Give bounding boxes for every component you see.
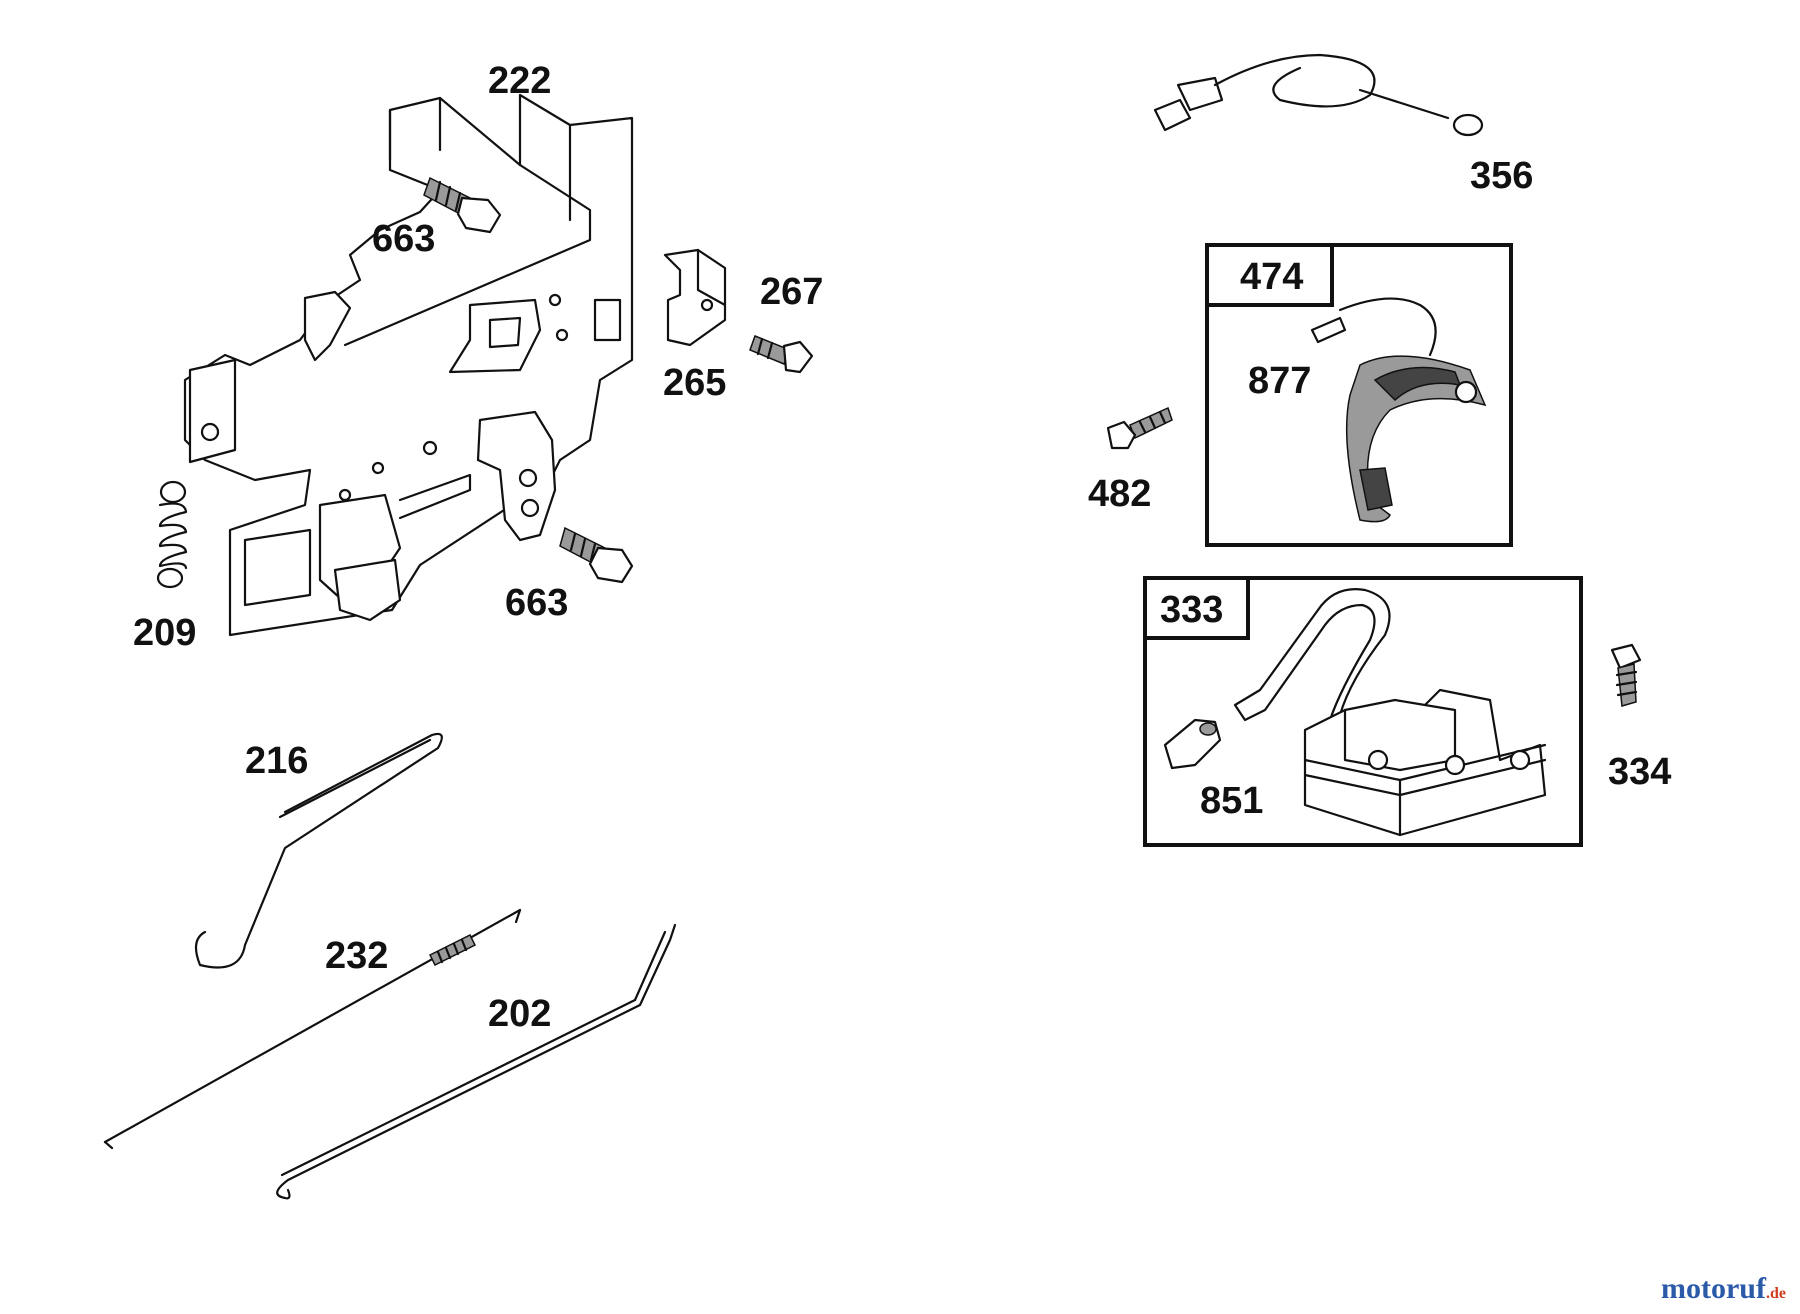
watermark-brand: motoruf (1661, 1272, 1766, 1305)
part-label-202: 202 (488, 993, 552, 1035)
part-label-216: 216 (245, 740, 309, 782)
part-label-663: 663 (505, 582, 569, 624)
part-label-334: 334 (1608, 751, 1672, 793)
part-label-265: 265 (663, 362, 727, 404)
box-333-label-frame (1143, 576, 1250, 640)
screw-icon (1106, 406, 1173, 450)
part-label-474: 474 (1240, 256, 1304, 298)
screw-icon (423, 176, 502, 234)
part-label-209: 209 (133, 612, 197, 654)
part-label-222: 222 (488, 60, 552, 102)
part-label-333: 333 (1160, 589, 1224, 631)
box-474-label-frame (1205, 243, 1334, 307)
part-label-851: 851 (1200, 780, 1264, 822)
spring-icon (156, 480, 188, 589)
ground-wire-icon (1153, 53, 1484, 137)
part-label-356: 356 (1470, 155, 1534, 197)
screw-icon (559, 526, 634, 584)
armature-assembly-icon (1310, 297, 1487, 523)
screw-icon (749, 335, 814, 374)
watermark-tld: .de (1766, 1285, 1786, 1302)
control-bracket-icon (183, 93, 634, 637)
box-474-frame (1205, 243, 1513, 547)
clip-icon (663, 248, 727, 347)
part-label-877: 877 (1248, 360, 1312, 402)
part-label-663: 663 (372, 218, 436, 260)
ignition-coil-icon (1233, 588, 1547, 837)
box-333-frame (1143, 576, 1583, 847)
choke-link-icon (103, 908, 522, 1150)
watermark-logo: motoruf.de (1661, 1274, 1786, 1304)
governor-link-icon (194, 732, 443, 969)
throttle-link-icon (276, 923, 677, 1200)
spark-plug-boot-icon (1163, 718, 1222, 770)
screw-icon (1610, 643, 1642, 707)
part-label-232: 232 (325, 935, 389, 977)
part-label-267: 267 (760, 271, 824, 313)
part-label-482: 482 (1088, 473, 1152, 515)
